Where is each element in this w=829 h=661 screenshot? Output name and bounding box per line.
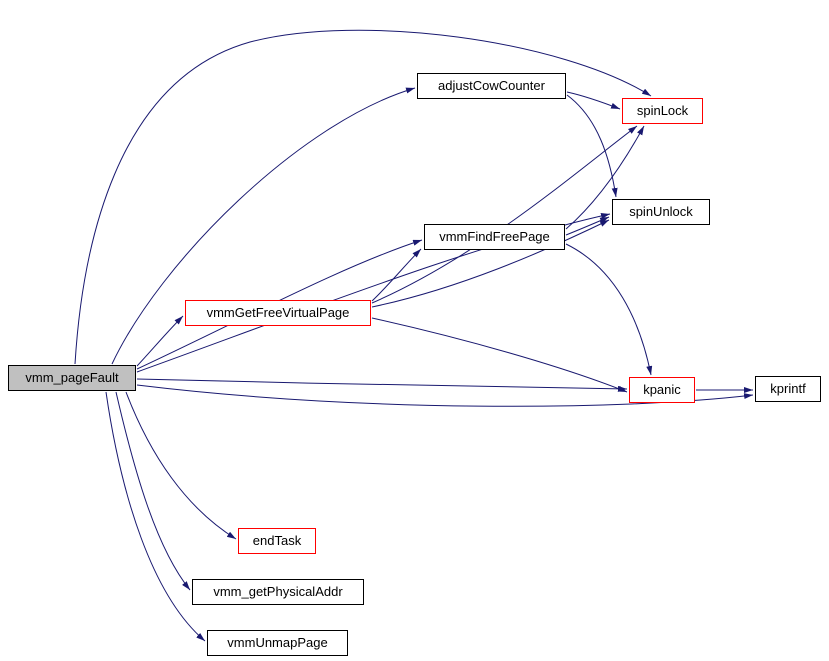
edge-vmm_pageFault-to-vmmGetFreeVirtualPage	[136, 315, 184, 367]
graph-node-spinUnlock[interactable]: spinUnlock	[612, 199, 710, 225]
graph-node-vmmGetFreeVirtualPage[interactable]: vmmGetFreeVirtualPage	[185, 300, 371, 326]
graph-node-vmmUnmapPage[interactable]: vmmUnmapPage	[207, 630, 348, 656]
edge-adjustCowCounter-to-spinUnlock	[566, 94, 618, 198]
edge-vmmGetFreeVirtualPage-to-spinLock	[371, 125, 638, 304]
edge-vmm_pageFault-to-spinLock	[74, 29, 652, 365]
edge-vmm_pageFault-to-kpanic	[136, 378, 628, 392]
edge-adjustCowCounter-to-spinLock	[566, 91, 621, 110]
edge-vmmFindFreePage-to-kpanic	[565, 243, 653, 376]
edge-vmm_pageFault-to-vmmFindFreePage	[136, 239, 423, 370]
edge-vmm_pageFault-to-adjustCowCounter	[111, 87, 416, 365]
edge-vmmGetFreeVirtualPage-to-spinUnlock	[371, 219, 610, 308]
edge-vmm_pageFault-to-vmm_getPhysicalAddr	[115, 391, 191, 591]
edge-vmmFindFreePage-to-spinUnlock	[565, 216, 610, 236]
graph-node-kprintf[interactable]: kprintf	[755, 376, 821, 402]
graph-node-adjustCowCounter[interactable]: adjustCowCounter	[417, 73, 566, 99]
edge-vmmGetFreeVirtualPage-to-kpanic	[371, 317, 628, 393]
graph-node-kpanic[interactable]: kpanic	[629, 377, 695, 403]
graph-node-endTask[interactable]: endTask	[238, 528, 316, 554]
edge-vmmGetFreeVirtualPage-to-vmmFindFreePage	[371, 248, 422, 302]
edge-vmm_pageFault-to-vmmUnmapPage	[105, 391, 206, 642]
graph-node-vmmFindFreePage[interactable]: vmmFindFreePage	[424, 224, 565, 250]
edge-vmmFindFreePage-to-spinLock	[565, 125, 645, 230]
edge-vmm_pageFault-to-endTask	[125, 391, 237, 540]
graph-node-spinLock[interactable]: spinLock	[622, 98, 703, 124]
graph-node-vmm_getPhysicalAddr[interactable]: vmm_getPhysicalAddr	[192, 579, 364, 605]
graph-node-vmm_pageFault: vmm_pageFault	[8, 365, 136, 391]
